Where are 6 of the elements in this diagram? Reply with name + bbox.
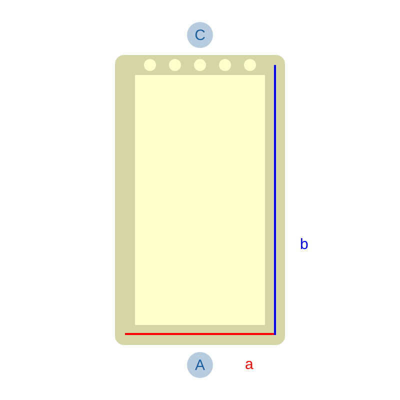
- dimension-label: b: [300, 236, 308, 254]
- label-circle: [187, 352, 213, 378]
- node-letter: C: [194, 26, 206, 44]
- label-circle: [187, 22, 213, 48]
- node-letter: A: [194, 356, 205, 374]
- dimension-label: a: [245, 356, 254, 374]
